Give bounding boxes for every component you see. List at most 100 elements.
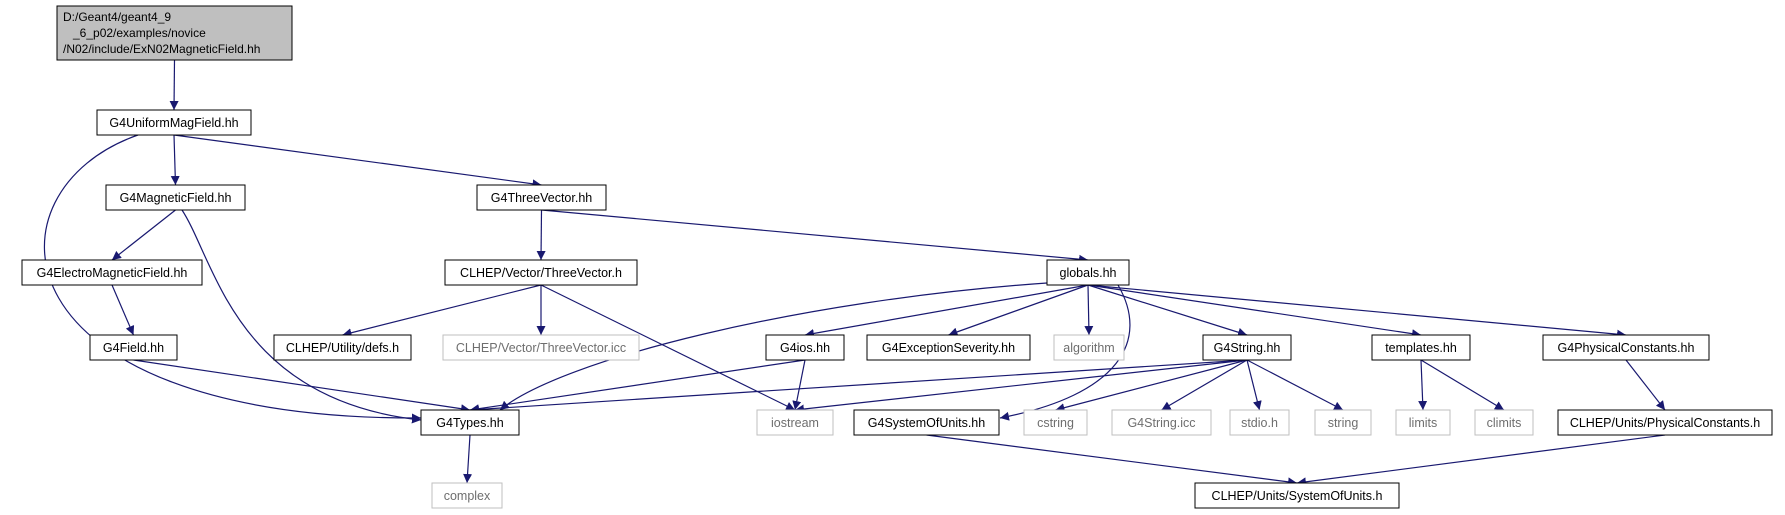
- edge-clhepphys-to-clhepsys: [1296, 434, 1666, 487]
- node-box[interactable]: [273, 334, 412, 361]
- node-box[interactable]: [853, 409, 1000, 436]
- node-root-label-line: _6_p02/examples/novice: [72, 26, 206, 40]
- node-label: G4ThreeVector.hh: [491, 191, 593, 205]
- node-ios[interactable]: G4ios.hh: [765, 334, 845, 361]
- edge-g4string-to-types: [469, 359, 1248, 414]
- node-label: stdio.h: [1241, 416, 1278, 430]
- node-label: CLHEP/Units/SystemOfUnits.h: [1212, 489, 1383, 503]
- node-box[interactable]: [1046, 259, 1130, 286]
- node-root-box: [56, 5, 293, 61]
- node-label: CLHEP/Utility/defs.h: [286, 341, 399, 355]
- edges-layer: [43, 59, 1666, 487]
- node-label: complex: [444, 489, 491, 503]
- node-box: [1474, 409, 1534, 436]
- edge-unimag-to-magfield: [170, 134, 180, 186]
- node-box[interactable]: [1557, 409, 1773, 436]
- edge-magfield-to-types: [181, 209, 422, 424]
- edge-clhep3v-to-defs: [342, 284, 542, 338]
- node-box: [431, 482, 503, 509]
- node-label: CLHEP/Vector/ThreeVector.h: [460, 266, 622, 280]
- edge-globals-to-types: [499, 282, 1048, 411]
- node-box[interactable]: [1371, 334, 1471, 361]
- node-box: [442, 334, 640, 361]
- edge-threevec-to-globals: [541, 209, 1089, 264]
- node-stringicc: G4String.icc: [1111, 409, 1212, 436]
- edge-magfield-to-electro: [111, 209, 176, 261]
- edge-globals-to-algorithm: [1084, 284, 1094, 336]
- edge-field-to-types: [133, 359, 471, 414]
- node-sysunits[interactable]: G4SystemOfUnits.hh: [853, 409, 1000, 436]
- node-string: string: [1314, 409, 1372, 436]
- node-electro[interactable]: G4ElectroMagneticField.hh: [21, 259, 203, 286]
- node-clhep3v[interactable]: CLHEP/Vector/ThreeVector.h: [444, 259, 638, 286]
- node-label: cstring: [1037, 416, 1074, 430]
- node-root-file: D:/Geant4/geant4_9 _6_p02/examples/novice…: [56, 5, 293, 61]
- node-climits: climits: [1474, 409, 1534, 436]
- edge-g4string-to-string: [1246, 359, 1344, 411]
- node-box: [1314, 409, 1372, 436]
- node-box[interactable]: [1202, 334, 1292, 361]
- node-box[interactable]: [765, 334, 845, 361]
- node-excsev[interactable]: G4ExceptionSeverity.hh: [866, 334, 1031, 361]
- node-label: G4SystemOfUnits.hh: [868, 416, 985, 430]
- node-label: G4String.hh: [1214, 341, 1281, 355]
- node-box[interactable]: [420, 409, 520, 436]
- node-label: climits: [1487, 416, 1522, 430]
- node-clhepsys[interactable]: CLHEP/Units/SystemOfUnits.h: [1194, 482, 1400, 509]
- edge-unimag-to-threevec: [173, 134, 542, 189]
- edge-globals-to-templates: [1087, 284, 1422, 339]
- node-types[interactable]: G4Types.hh: [420, 409, 520, 436]
- edge-root-to-unimag: [169, 59, 179, 111]
- node-box: [756, 409, 834, 436]
- node-label: templates.hh: [1385, 341, 1457, 355]
- node-threevec[interactable]: G4ThreeVector.hh: [476, 184, 607, 211]
- edge-globals-to-g4string: [1087, 284, 1248, 337]
- edge-sysunits-to-clhepsys: [926, 434, 1298, 487]
- node-box[interactable]: [21, 259, 203, 286]
- node-box[interactable]: [1194, 482, 1400, 509]
- node-physconst[interactable]: G4PhysicalConstants.hh: [1542, 334, 1710, 361]
- node-label: G4String.icc: [1127, 416, 1195, 430]
- node-field[interactable]: G4Field.hh: [89, 334, 178, 361]
- node-box: [1111, 409, 1212, 436]
- node-box[interactable]: [444, 259, 638, 286]
- edge-templates-to-climits: [1420, 359, 1505, 411]
- node-algorithm: algorithm: [1053, 334, 1125, 361]
- node-templates[interactable]: templates.hh: [1371, 334, 1471, 361]
- edge-templates-to-limits: [1418, 359, 1428, 411]
- node-cstring: cstring: [1023, 409, 1088, 436]
- node-g4string[interactable]: G4String.hh: [1202, 334, 1292, 361]
- edge-ios-to-types: [469, 359, 806, 414]
- node-box[interactable]: [1542, 334, 1710, 361]
- edge-globals-to-excsev: [948, 284, 1089, 337]
- node-label: CLHEP/Vector/ThreeVector.icc: [456, 341, 626, 355]
- node-box[interactable]: [96, 109, 252, 136]
- node-stdio: stdio.h: [1229, 409, 1290, 436]
- node-defs[interactable]: CLHEP/Utility/defs.h: [273, 334, 412, 361]
- node-unimag[interactable]: G4UniformMagField.hh: [96, 109, 252, 136]
- edge-clhep3v-to-iostream: [540, 284, 796, 411]
- node-icc3v: CLHEP/Vector/ThreeVector.icc: [442, 334, 640, 361]
- edge-globals-to-physconst: [1087, 284, 1627, 339]
- edge-unimag-to-types: [43, 134, 422, 423]
- node-box[interactable]: [476, 184, 607, 211]
- edge-types-to-complex: [463, 434, 473, 484]
- node-magfield[interactable]: G4MagneticField.hh: [105, 184, 246, 211]
- node-box[interactable]: [89, 334, 178, 361]
- node-root-label-line: D:/Geant4/geant4_9: [63, 10, 171, 24]
- node-label: string: [1328, 416, 1359, 430]
- node-label: algorithm: [1063, 341, 1114, 355]
- node-clhepphys[interactable]: CLHEP/Units/PhysicalConstants.h: [1557, 409, 1773, 436]
- node-box[interactable]: [105, 184, 246, 211]
- node-box: [1053, 334, 1125, 361]
- edge-ios-to-iostream: [792, 359, 806, 411]
- node-box[interactable]: [866, 334, 1031, 361]
- edge-g4string-to-stdio: [1246, 359, 1262, 411]
- node-label: G4ElectroMagneticField.hh: [37, 266, 188, 280]
- node-label: G4ExceptionSeverity.hh: [882, 341, 1015, 355]
- edge-threevec-to-clhep3v: [536, 209, 546, 261]
- node-label: limits: [1409, 416, 1437, 430]
- edge-g4string-to-iostream: [794, 359, 1248, 414]
- node-iostream: iostream: [756, 409, 834, 436]
- node-globals[interactable]: globals.hh: [1046, 259, 1130, 286]
